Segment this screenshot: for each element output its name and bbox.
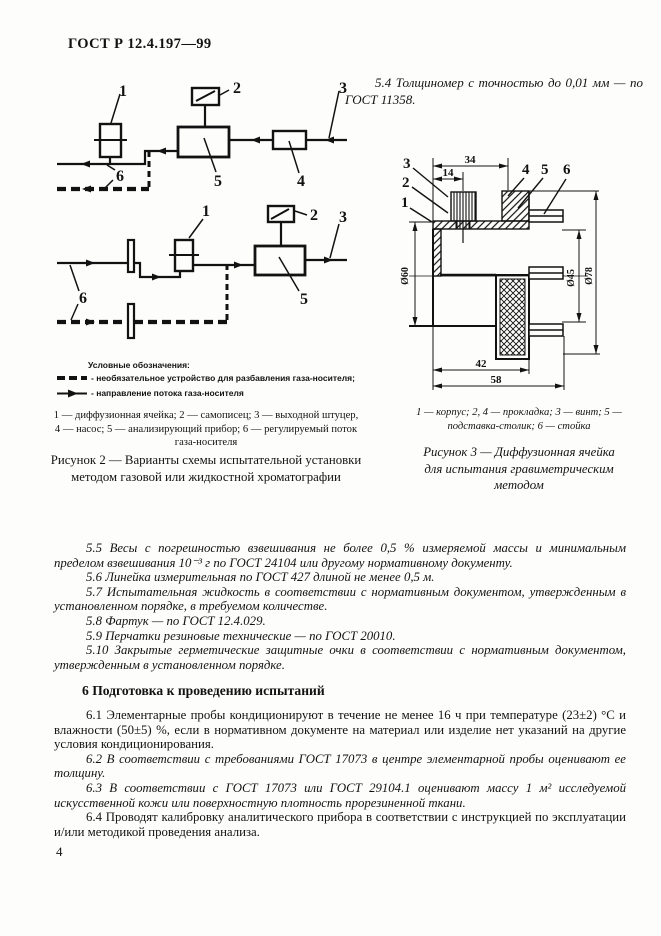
callout-1: 1	[202, 203, 210, 220]
callout-5: 5	[541, 162, 549, 178]
paragraph-6-2: 6.2 В соответствии с требованиями ГОСТ 1…	[54, 751, 626, 781]
flow-arrowheads	[86, 256, 333, 326]
paragraph-5-9: 5.9 Перчатки резиновые технические — по …	[86, 628, 396, 643]
figure2-key: 1 — диффузионная ячейка; 2 — самописец; …	[40, 409, 372, 450]
paragraph-5-10: 5.10 Закрытые герметические защитные очк…	[54, 643, 626, 672]
figure3-callout-numbers: 3 2 1 4 5 6	[401, 156, 571, 211]
callout-2: 2	[310, 207, 318, 224]
cell-body-sections	[432, 190, 530, 277]
figure2-caption: Рисунок 2 — Варианты схемы испытательной…	[40, 452, 372, 485]
figure3-caption-line: для испытания гравиметрическим	[424, 461, 614, 476]
legend-item-optional-device: - необязательное устройство для разбавле…	[57, 373, 355, 383]
figure3-diffusion-cell-drawing: 3 2 1 4 5 6 34 14 42 58 Ø60 Ø45 Ø78	[400, 154, 600, 390]
callout-3: 3	[339, 209, 347, 226]
figure3-caption: Рисунок 3 — Диффузионная ячейка для испы…	[388, 444, 650, 494]
legend-title: Условные обозначения:	[88, 360, 190, 370]
figure2-diagram-variant-a: 1 2 3 4 5 6	[57, 80, 347, 193]
callout-1: 1	[401, 195, 409, 211]
legend-item-label: - направление потока газа-носителя	[91, 388, 244, 398]
figure3-dimension-labels: 34 14 42 58 Ø60 Ø45 Ø78	[400, 154, 595, 386]
figure2-diagram-variant-b: 1 2 3 5 6	[57, 203, 347, 340]
dim-34: 34	[465, 154, 477, 166]
paragraph-6-4: 6.4 Проводят калибровку аналитического п…	[54, 810, 626, 839]
figure2-key-line: 4 — насос; 5 — анализирующий прибор; 6 —…	[54, 423, 358, 435]
equipment-boxes	[126, 204, 307, 340]
dim-d60: Ø60	[400, 267, 411, 285]
paragraph-5-8: 5.8 Фартук — по ГОСТ 12.4.029.	[86, 613, 266, 628]
figure2-caption-line: методом газовой или жидкостной хроматогр…	[71, 469, 341, 484]
figure3-caption-line: Рисунок 3 — Диффузионная ячейка	[423, 445, 615, 459]
equipment-boxes	[94, 86, 308, 159]
callout-6: 6	[116, 168, 124, 185]
callout-4: 4	[522, 162, 530, 178]
callout-leaders	[69, 210, 340, 321]
callout-5: 5	[300, 291, 308, 308]
callout-3: 3	[339, 80, 347, 97]
figure3-key-line: подставка-столик; 6 — стойка	[447, 420, 591, 432]
figure2-key-line: газа-носителя	[174, 437, 238, 448]
callout-5: 5	[214, 173, 222, 190]
flow-arrowheads	[81, 136, 334, 193]
dim-d45: Ø45	[566, 269, 577, 287]
paragraph-5-7: 5.7 Испытательная жидкость в соответстви…	[54, 584, 626, 614]
figure3-key-line: 1 — корпус; 2, 4 — прокладка; 3 — винт; …	[416, 407, 622, 418]
flow-lines	[57, 222, 347, 279]
paragraph-6-3: 6.3 В соответствии с ГОСТ 17073 или ГОСТ…	[54, 780, 626, 810]
paragraph-5-6: 5.6 Линейка измерительная по ГОСТ 427 дл…	[86, 570, 435, 585]
callout-3: 3	[403, 156, 411, 172]
callout-6: 6	[563, 162, 571, 178]
page-header-standard-number: ГОСТ Р 12.4.197—99	[68, 36, 212, 52]
body-text-block: 5.5 Весы с погрешностью взвешивания не б…	[54, 541, 626, 839]
dashed-line-icon	[57, 376, 87, 380]
callout-numbers: 1 2 3 5 6	[79, 203, 347, 308]
callout-1: 1	[119, 83, 127, 100]
legend-item-label: - необязательное устройство для разбавле…	[91, 373, 355, 383]
callout-2: 2	[402, 175, 410, 191]
paragraph-6-1: 6.1 Элементарные пробы кондиционируют в …	[54, 707, 626, 752]
stand-bars	[528, 209, 564, 337]
dim-58: 58	[491, 374, 503, 386]
dim-d78: Ø78	[584, 267, 595, 285]
paragraph-5-4: 5.4 Толщиномер с точностью до 0,01 мм — …	[345, 75, 643, 107]
dimension-arrowheads	[412, 163, 599, 389]
page-number: 4	[56, 844, 63, 859]
callout-numbers: 1 2 3 4 5 6	[116, 80, 347, 190]
callout-2: 2	[233, 80, 241, 97]
callout-4: 4	[297, 173, 305, 190]
dim-14: 14	[443, 167, 455, 179]
callout-leaders	[104, 89, 340, 189]
figure2-caption-line: Рисунок 2 — Варианты схемы испытательной…	[50, 453, 362, 467]
section-6-heading: 6 Подготовка к проведению испытаний	[82, 683, 325, 699]
figure3-caption-line: методом	[494, 478, 544, 492]
flow-arrow-icon	[57, 389, 87, 397]
legend-item-flow-direction: - направление потока газа-носителя	[57, 388, 244, 398]
callout-6: 6	[79, 290, 87, 307]
body-outline	[409, 190, 599, 360]
callout-leaders	[409, 167, 567, 223]
figure3-key: 1 — корпус; 2, 4 — прокладка; 3 — винт; …	[388, 406, 650, 433]
paragraph-5-5: 5.5 Весы с погрешностью взвешивания не б…	[54, 541, 626, 570]
figure2-key-line: 1 — диффузионная ячейка; 2 — самописец; …	[53, 410, 359, 421]
dim-42: 42	[476, 358, 488, 370]
